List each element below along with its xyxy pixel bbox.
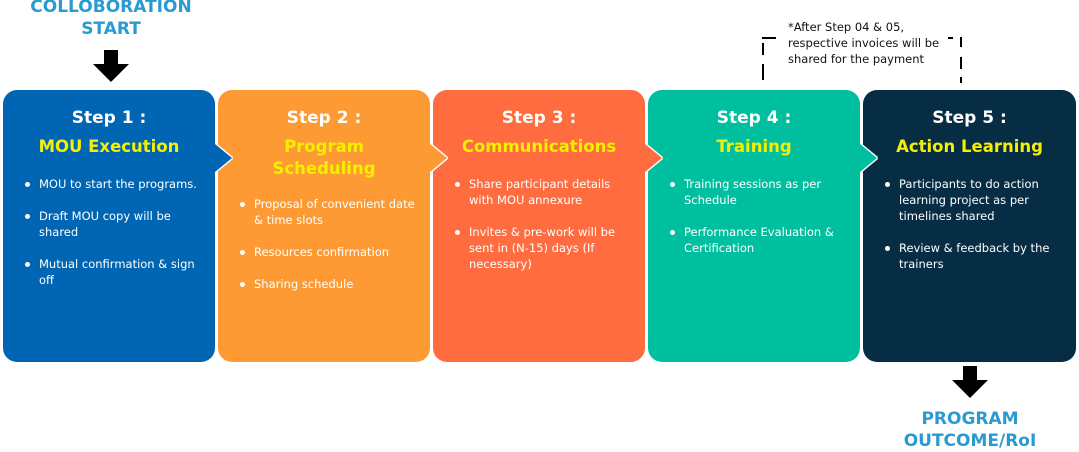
start-label-line-2: START: [81, 19, 141, 39]
bullet-item: MOU to start the programs.: [25, 176, 205, 192]
step-title: Training: [716, 137, 792, 156]
bullet-item: Participants to do action learning proje…: [885, 176, 1066, 224]
bullet-item: Share participant details with MOU annex…: [455, 176, 635, 208]
end-label-line-2: OUTCOME/RoI: [903, 431, 1037, 451]
note-line-3: shared for the payment: [788, 52, 925, 66]
step-5-card: Step 5 : Action Learning Participants to…: [863, 90, 1076, 362]
step-title: Action Learning: [896, 137, 1043, 156]
bullet-item: Sharing schedule: [240, 276, 420, 292]
end-label-line-1: PROGRAM: [921, 409, 1019, 429]
chevron-arrow-icon: [645, 144, 662, 172]
bullet-item: Review & feedback by the trainers: [885, 240, 1066, 272]
step-number: Step 3 :: [501, 108, 577, 128]
bullet-item: Resources confirmation: [240, 244, 420, 260]
step-3-card: Step 3 : Communications Share participan…: [433, 90, 645, 362]
step-2-card: Step 2 : Program Scheduling Proposal of …: [218, 90, 430, 362]
note-line-1: *After Step 04 & 05,: [788, 20, 905, 34]
bullet-item: Mutual confirmation & sign off: [25, 256, 205, 288]
chevron-arrow-icon: [430, 144, 447, 172]
chevron-arrow-icon: [215, 144, 232, 172]
step-1-card: Step 1 : MOU Execution MOU to start the …: [3, 90, 215, 362]
bullet-item: Draft MOU copy will be shared: [25, 208, 205, 240]
note-line-2: respective invoices will be: [788, 36, 940, 50]
collaboration-start-label: COLLOBORATION START: [0, 0, 222, 40]
step-title: Program Scheduling: [272, 137, 376, 178]
program-outcome-label: PROGRAM OUTCOME/RoI: [870, 408, 1070, 452]
step-title: MOU Execution: [38, 137, 180, 156]
bullet-item: Performance Evaluation & Certification: [670, 224, 850, 256]
step-number: Step 5 :: [932, 108, 1007, 128]
step-number: Step 4 :: [716, 108, 792, 128]
bullet-item: Proposal of convenient date & time slots: [240, 196, 420, 228]
step-title: Communications: [461, 137, 617, 156]
step-bullets: Training sessions as per Schedule Perfor…: [670, 176, 850, 272]
step-bullets: MOU to start the programs. Draft MOU cop…: [25, 176, 205, 304]
bullet-item: Training sessions as per Schedule: [670, 176, 850, 208]
step-number: Step 1 :: [71, 108, 147, 128]
step-bullets: Share participant details with MOU annex…: [455, 176, 635, 288]
invoice-note: *After Step 04 & 05, respective invoices…: [760, 19, 965, 83]
step-bullets: Proposal of convenient date & time slots…: [240, 196, 420, 308]
step-4-card: Step 4 : Training Training sessions as p…: [648, 90, 860, 362]
chevron-arrow-icon: [860, 144, 877, 172]
bullet-item: Invites & pre-work will be sent in (N-15…: [455, 224, 635, 272]
step-bullets: Participants to do action learning proje…: [885, 176, 1066, 288]
step-number: Step 2 :: [286, 108, 362, 128]
start-label-line-1: COLLOBORATION: [30, 0, 192, 17]
